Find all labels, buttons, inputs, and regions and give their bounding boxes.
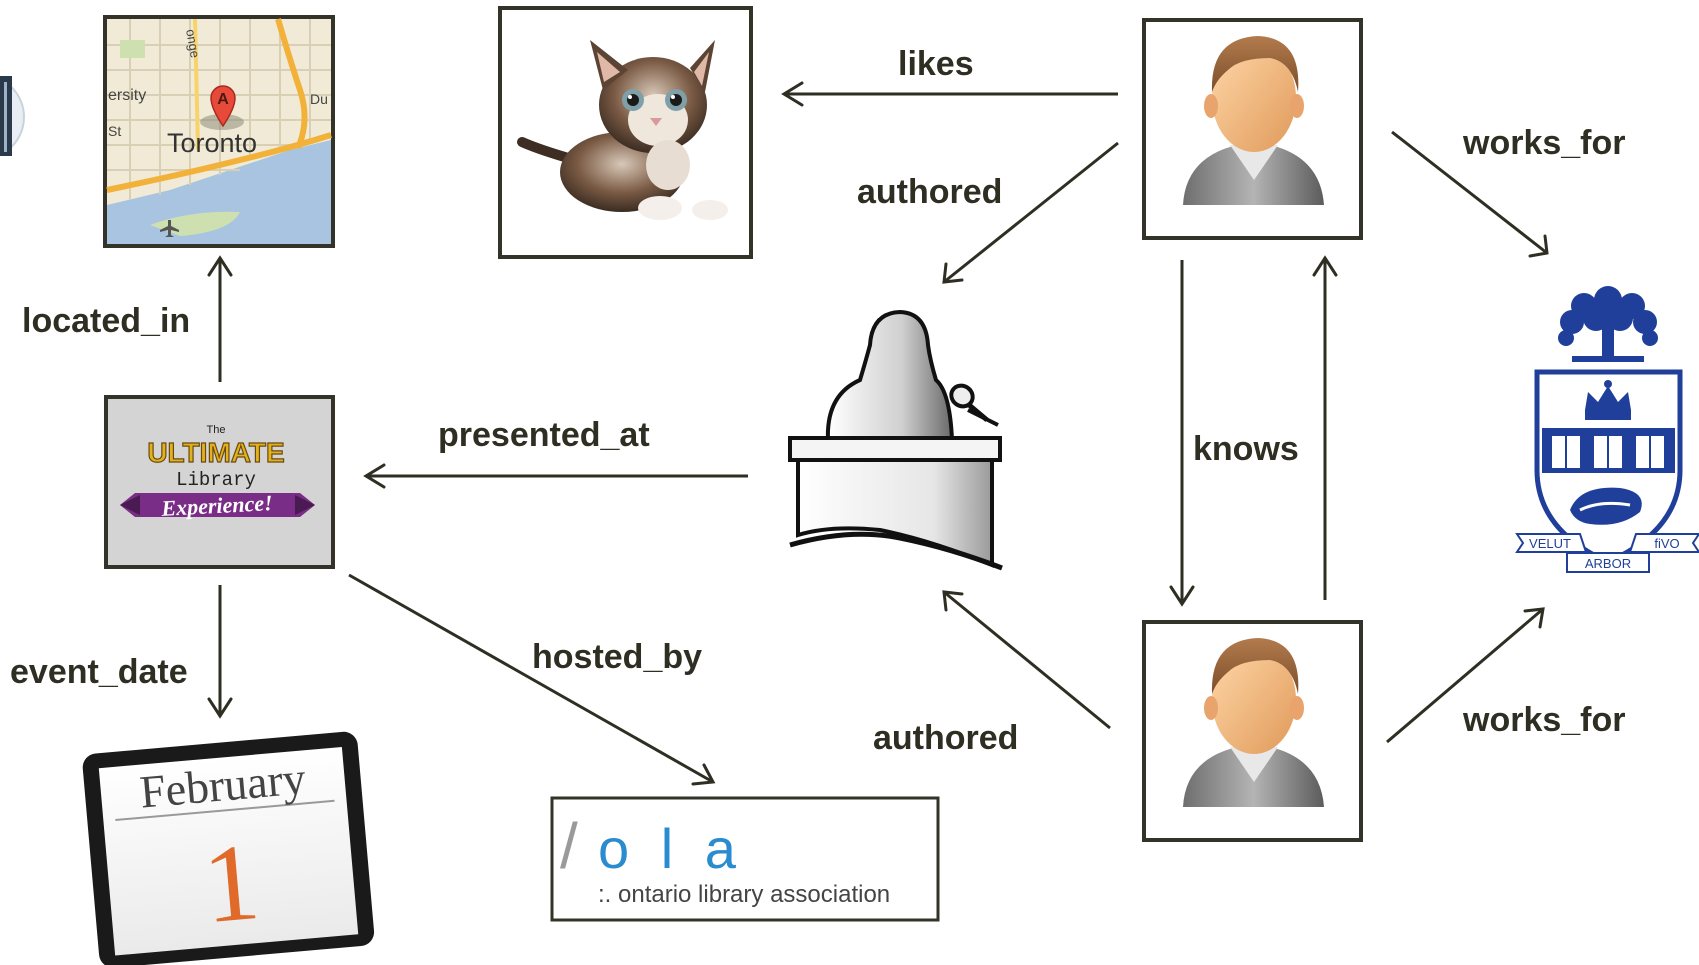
map-city-label: Toronto [167, 128, 257, 158]
map-image: A Toronto ersity St onge Du [106, 18, 332, 244]
label-knows: knows [1193, 430, 1299, 468]
edge-works-for-bottom [1386, 607, 1545, 744]
ola-logo: / o l a :. ontario library association [560, 810, 890, 908]
edge-hosted-by [348, 573, 716, 786]
edge-likes [781, 81, 1118, 107]
label-hosted-by: hosted_by [532, 638, 702, 676]
person-icon-1 [1183, 36, 1324, 205]
person-node-2 [1142, 620, 1363, 842]
ola-slash: / [560, 810, 578, 882]
edge-knows-down [1169, 260, 1195, 607]
label-located-in: located_in [22, 302, 190, 340]
edge-located-in [207, 255, 233, 382]
map-label-ersity: ersity [108, 87, 146, 104]
partial-logo-icon [0, 76, 25, 157]
logo-experience: Experience! [160, 490, 273, 521]
edge-knows-up [1312, 255, 1338, 600]
cat-node [498, 6, 753, 259]
label-likes: likes [898, 45, 974, 83]
edge-presented-at [363, 463, 748, 489]
map-label-onge: onge [183, 28, 203, 59]
label-works-for-top: works_for [1462, 124, 1626, 162]
crest-motto-bottom: ARBOR [1585, 556, 1631, 571]
edge-authored-top [942, 141, 1119, 284]
map-label-st: St [108, 123, 121, 139]
event-node: The ULTIMATE Library Experience! [104, 395, 335, 569]
ola-node: / o l a :. ontario library association [550, 796, 940, 922]
airport-icon [160, 220, 179, 237]
label-presented-at: presented_at [438, 416, 650, 454]
label-works-for-bottom: works_for [1462, 701, 1626, 739]
person-node-1 [1142, 18, 1363, 240]
edge-authored-bottom [942, 590, 1111, 730]
logo-ultimate: ULTIMATE [147, 437, 284, 468]
map-label-du: Du [310, 91, 328, 107]
map-marker-letter: A [217, 91, 229, 108]
map-node: A Toronto ersity St onge Du [103, 15, 335, 248]
person-icon-2 [1183, 638, 1324, 807]
edge-works-for-top [1391, 130, 1549, 258]
cat-icon [517, 40, 728, 220]
university-crest-icon: VELUT fiVO ARBOR [1515, 286, 1699, 573]
ola-letters: o l a [598, 817, 744, 880]
logo-library: Library [176, 469, 256, 491]
crest-motto-left: VELUT [1529, 536, 1571, 551]
label-event-date: event_date [10, 653, 188, 691]
podium-icon [788, 309, 1003, 571]
label-authored-top: authored [857, 173, 1002, 211]
edge-event-date [207, 585, 233, 719]
ola-name: :. ontario library association [598, 881, 890, 908]
crest-motto-right: fiVO [1654, 536, 1679, 551]
calendar-day: 1 [199, 820, 264, 946]
calendar-icon: February 1 [82, 731, 375, 965]
university-crest-node: VELUT fiVO ARBOR [1515, 286, 1699, 573]
calendar-node: February 1 [82, 731, 375, 965]
label-authored-bottom: authored [873, 719, 1018, 757]
ultimate-library-logo: The ULTIMATE Library Experience! [120, 424, 315, 521]
logo-the: The [207, 424, 226, 436]
